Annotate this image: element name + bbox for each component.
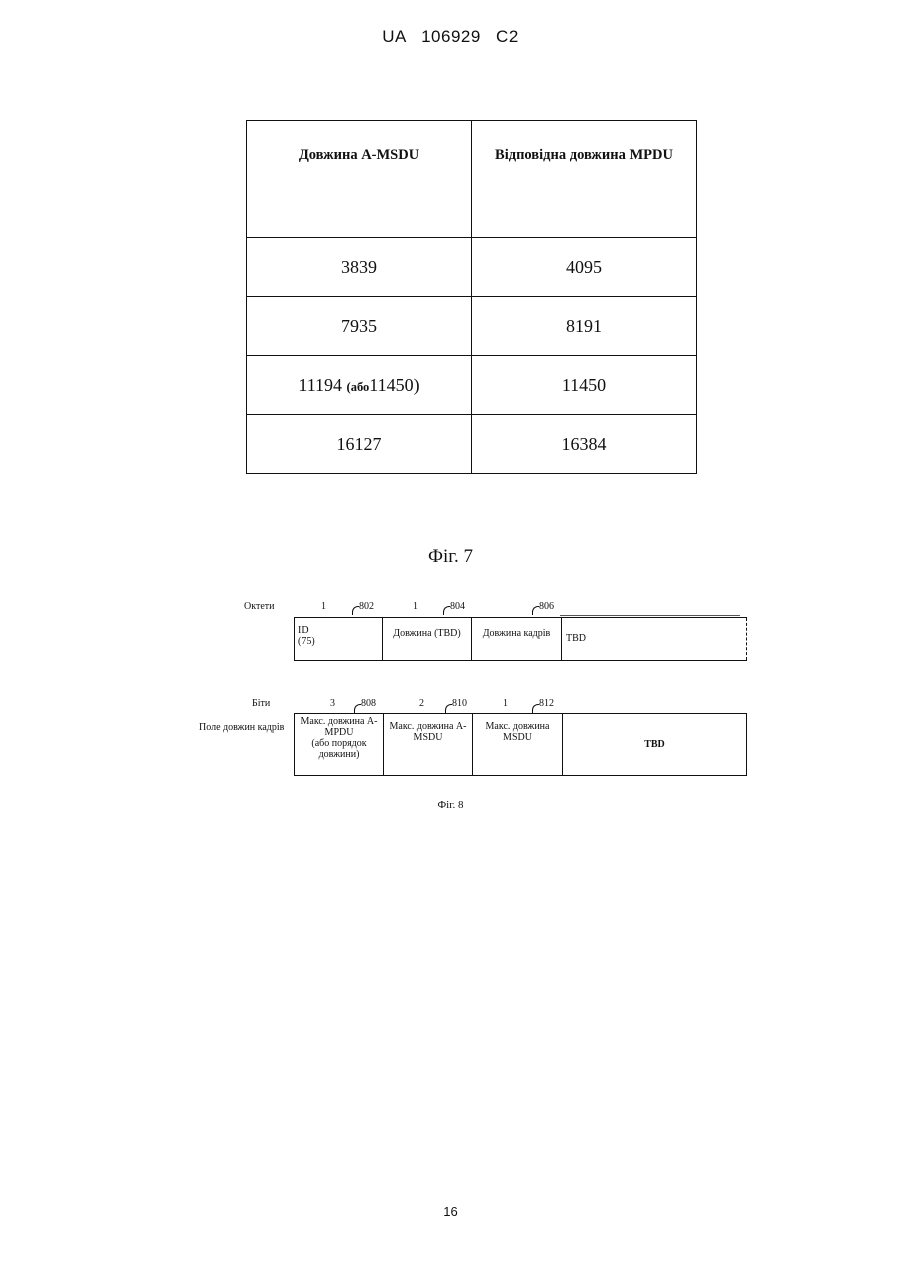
frame-lengths-cell: Довжина кадрів (472, 618, 562, 660)
cell-text: Макс. довжина A- (384, 721, 472, 732)
size-label: 2 (419, 698, 424, 709)
cell-main-value: 11194 (298, 375, 342, 395)
cell-text: TBD (566, 633, 586, 644)
cell-text: Довжина (TBD) (393, 628, 460, 639)
table-row: 3839 4095 (247, 238, 697, 297)
size-label: 1 (321, 601, 326, 612)
document-header: UA 106929 C2 (0, 27, 901, 47)
fig8-caption: Фіг. 8 (0, 799, 901, 811)
octets-frame: ID (75) Довжина (TBD) Довжина кадрів TBD (294, 617, 747, 661)
table-cell: 7935 (247, 297, 472, 356)
frame-top-edge (560, 615, 740, 616)
cell-text: ID (298, 625, 382, 636)
table-cell: 3839 (247, 238, 472, 297)
cell-text: Макс. довжина (473, 721, 562, 732)
ref-leader-812 (532, 704, 539, 713)
page-number: 16 (0, 1204, 901, 1219)
max-ampdu-cell: Макс. довжина A- MPDU (або порядок довжи… (295, 714, 384, 775)
length-cell: Довжина (TBD) (383, 618, 472, 660)
size-label: 1 (413, 601, 418, 612)
cell-sub-note: (або (347, 380, 370, 394)
table-row: 7935 8191 (247, 297, 697, 356)
table-cell: 8191 (472, 297, 697, 356)
table-row: 16127 16384 (247, 415, 697, 474)
table-cell: 16384 (472, 415, 697, 474)
max-amsdu-cell: Макс. довжина A- MSDU (384, 714, 473, 775)
ref-802: 802 (359, 601, 374, 612)
col-header-mpdu: Відповідна довжина MPDU (472, 121, 697, 238)
bits-label: Біти (252, 698, 270, 709)
cell-text: Макс. довжина A- (295, 716, 383, 727)
cell-alt-value: 11450) (369, 375, 419, 395)
tbd-cell: TBD (562, 618, 747, 660)
cell-text: (75) (298, 636, 382, 647)
frame-lengths-field-label: Поле довжин кадрів (199, 722, 284, 733)
cell-text: довжини) (295, 749, 383, 760)
cell-text: MSDU (384, 732, 472, 743)
max-msdu-cell: Макс. довжина MSDU (473, 714, 563, 775)
cell-text: MPDU (295, 727, 383, 738)
ref-808: 808 (361, 698, 376, 709)
table-cell: 11194 (або11450) (247, 356, 472, 415)
size-label: 3 (330, 698, 335, 709)
col-header-amsdu: Довжина A-MSDU (247, 121, 472, 238)
table-row: 11194 (або11450) 11450 (247, 356, 697, 415)
cell-text: (або порядок (295, 738, 383, 749)
table-cell: 16127 (247, 415, 472, 474)
ref-leader-806 (532, 606, 539, 615)
ref-leader-808 (354, 704, 361, 713)
cell-text: Довжина кадрів (483, 628, 551, 639)
ref-leader-802 (352, 606, 359, 615)
ref-810: 810 (452, 698, 467, 709)
table-cell: 4095 (472, 238, 697, 297)
octets-label: Октети (244, 601, 274, 612)
ref-leader-810 (445, 704, 452, 713)
tbd-cell: TBD (563, 714, 746, 775)
ref-812: 812 (539, 698, 554, 709)
fig7-caption: Фіг. 7 (0, 546, 901, 568)
size-label: 1 (503, 698, 508, 709)
cell-text: TBD (644, 739, 665, 750)
cell-text: MSDU (473, 732, 562, 743)
fig7-table: Довжина A-MSDU Відповідна довжина MPDU 3… (246, 120, 697, 474)
id-cell: ID (75) (295, 618, 383, 660)
ref-806: 806 (539, 601, 554, 612)
frame-lengths-field: Макс. довжина A- MPDU (або порядок довжи… (294, 713, 747, 776)
ref-leader-804 (443, 606, 450, 615)
table-header-row: Довжина A-MSDU Відповідна довжина MPDU (247, 121, 697, 238)
ref-804: 804 (450, 601, 465, 612)
table-cell: 11450 (472, 356, 697, 415)
